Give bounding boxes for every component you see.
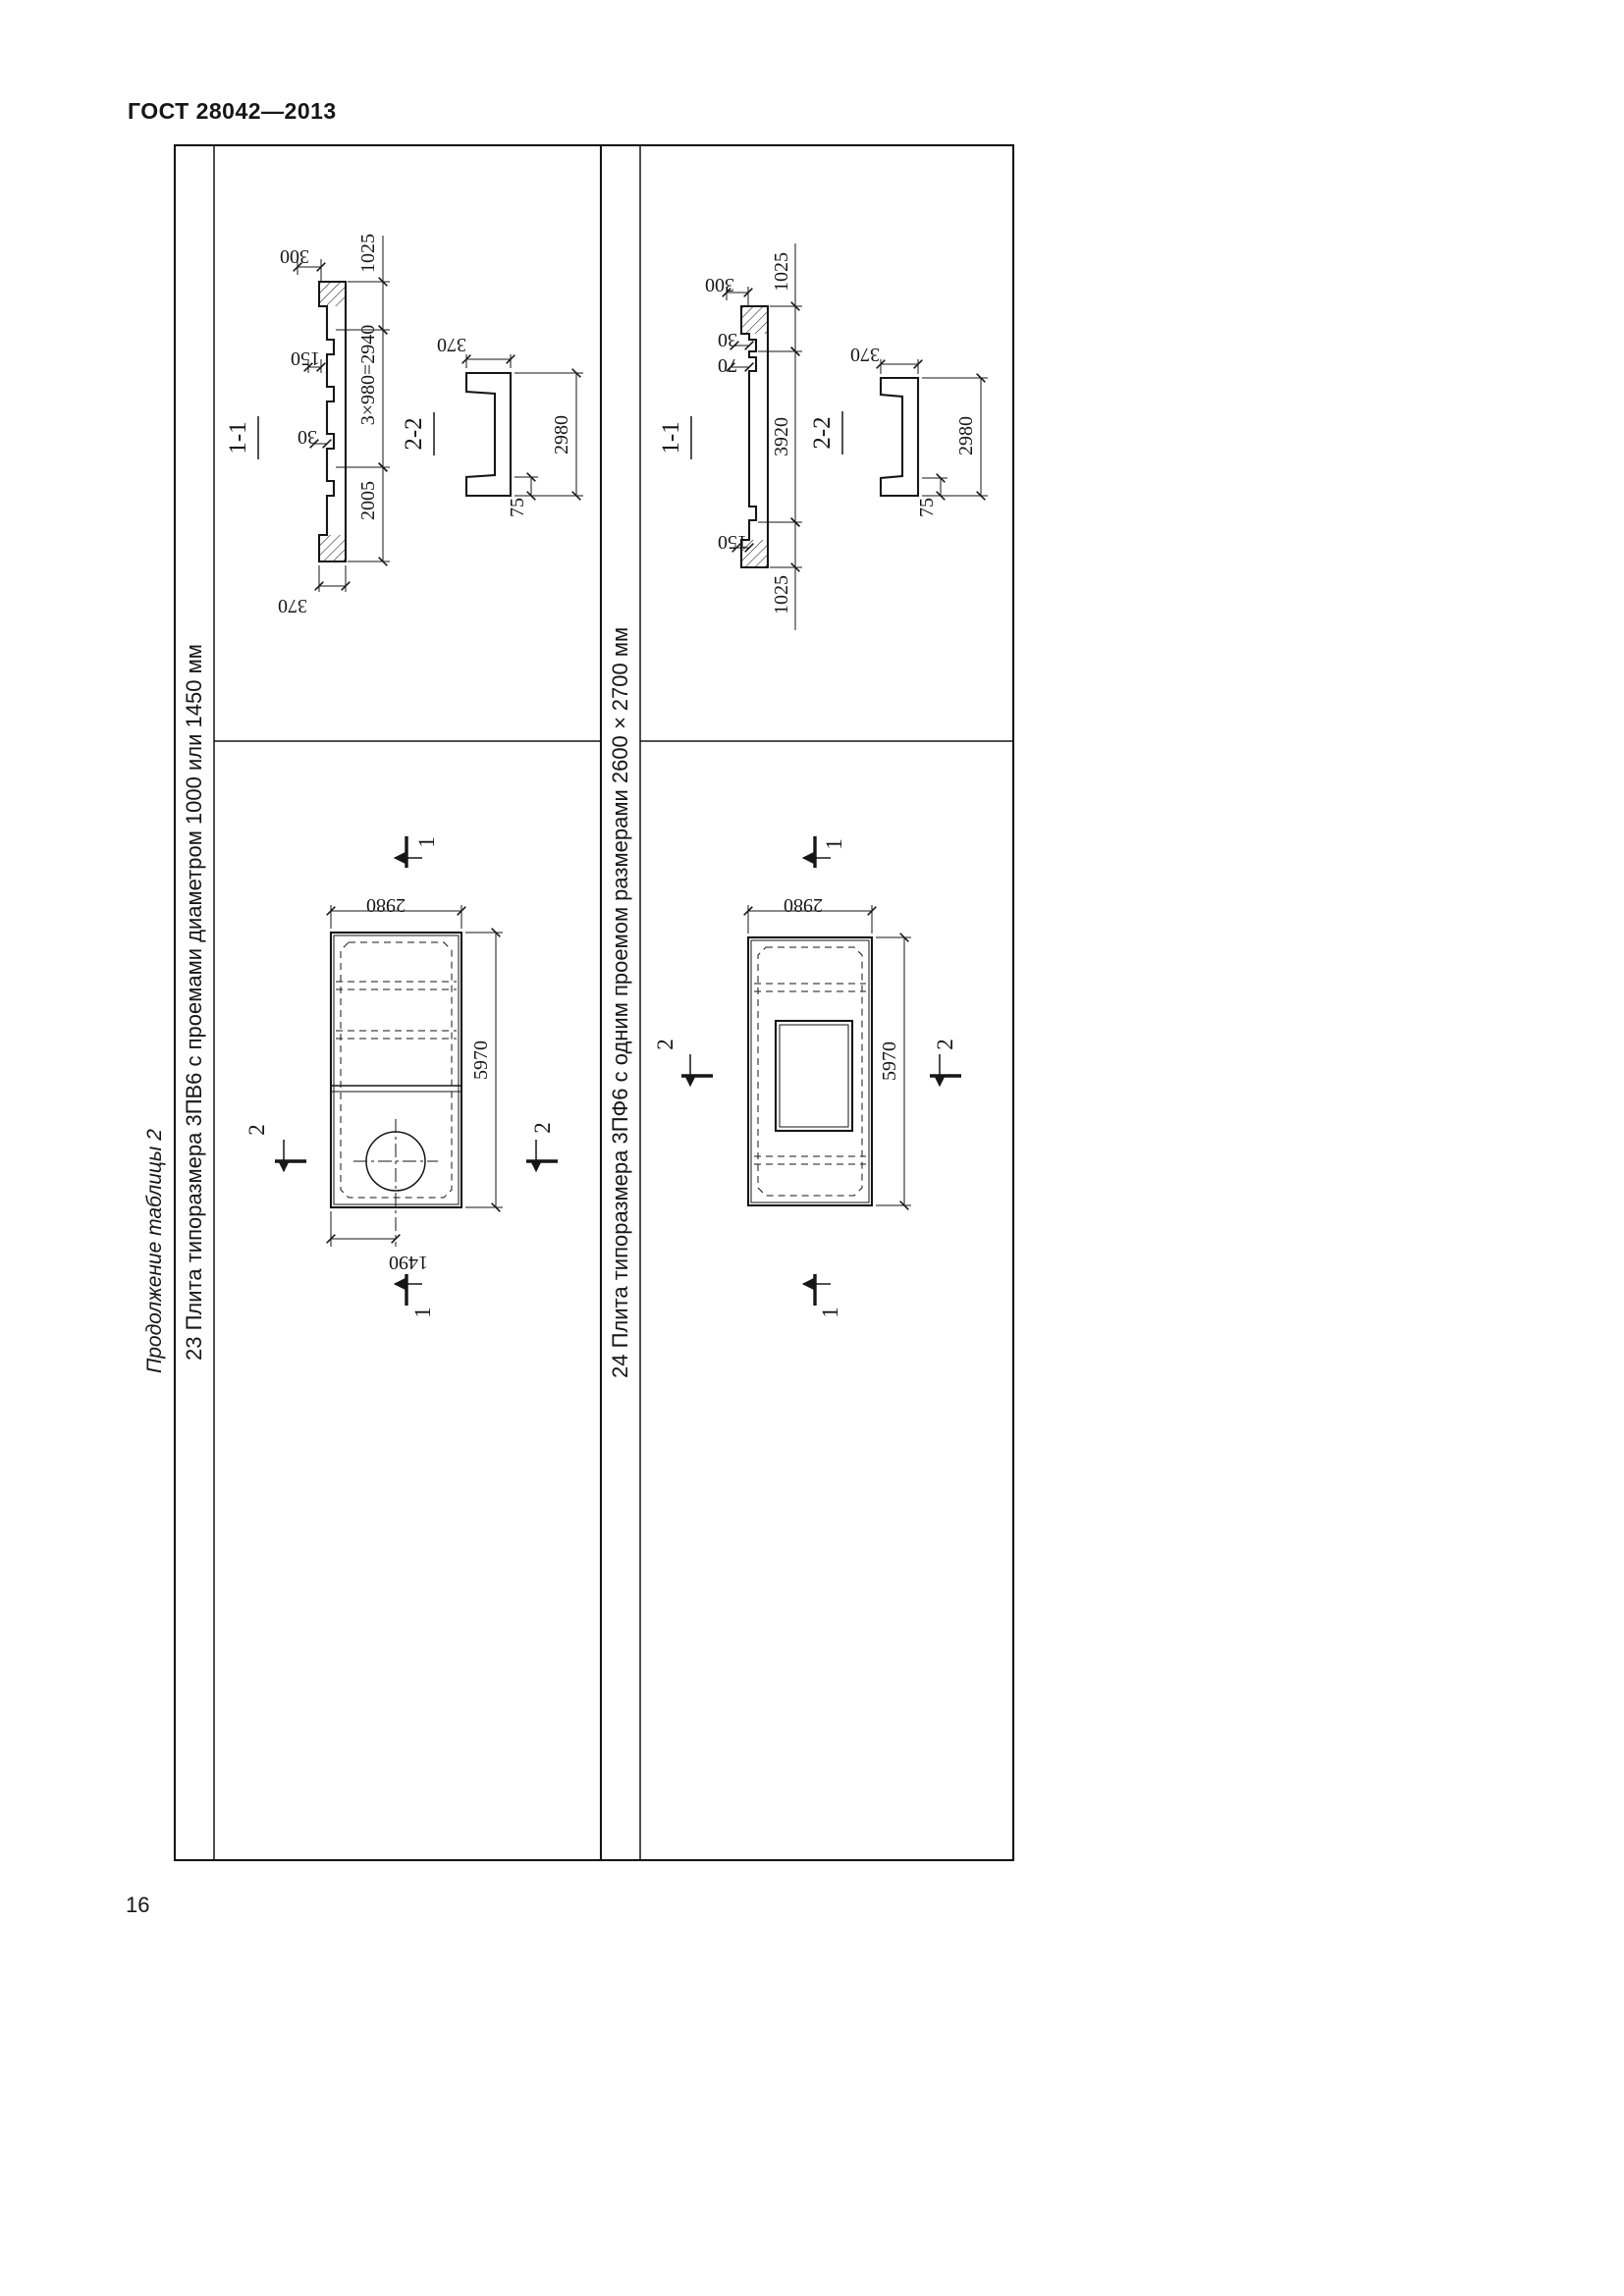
table-frame bbox=[173, 143, 1015, 1862]
cut-label-2: 2 bbox=[653, 1039, 677, 1050]
cut-label-1: 1 bbox=[414, 836, 439, 848]
panel24-plan-hidden-outline bbox=[757, 946, 863, 1197]
panel23-plan-hidden-outline bbox=[340, 941, 453, 1199]
cut-label-2: 2 bbox=[933, 1039, 957, 1050]
dim-370: 370 bbox=[850, 344, 880, 365]
panel24-section-2-2-label: 2-2 bbox=[809, 416, 836, 449]
dim-370: 370 bbox=[278, 595, 307, 616]
dim-3x980: 3×980=2940 bbox=[357, 325, 379, 426]
panel24-section-1-1: 1-1 300 30 70 150 bbox=[658, 243, 802, 630]
dim-plan-width: 2980 bbox=[366, 894, 406, 916]
dim-2980: 2980 bbox=[551, 415, 572, 454]
panel23-plan-outline bbox=[329, 931, 463, 1209]
panel23-cut-mark-1-top: 1 bbox=[393, 836, 439, 868]
cut-label-1: 1 bbox=[410, 1307, 435, 1318]
panel23-section-2-2-label: 2-2 bbox=[401, 417, 427, 450]
dim-2980: 2980 bbox=[955, 416, 977, 455]
panel24-cut-mark-1-bottom: 1 bbox=[801, 1274, 842, 1318]
dim-2005: 2005 bbox=[357, 481, 379, 520]
dim-370: 370 bbox=[437, 334, 466, 355]
dim-plan-length: 5970 bbox=[879, 1041, 900, 1081]
panel23-slab-section-outline bbox=[317, 280, 348, 563]
cut-label-1: 1 bbox=[822, 838, 846, 850]
panel23-cut-mark-2-left: 2 bbox=[244, 1124, 306, 1173]
document-header: ГОСТ 28042—2013 bbox=[128, 98, 337, 124]
dim-70: 70 bbox=[718, 354, 737, 376]
page-number: 16 bbox=[126, 1893, 150, 1917]
panel23-drawings: 1-1 300 150 30 370 bbox=[225, 234, 583, 1318]
cut-label-2: 2 bbox=[530, 1122, 555, 1134]
panel23-cut-mark-2-right: 2 bbox=[526, 1122, 558, 1173]
dim-1025: 1025 bbox=[357, 234, 379, 273]
dim-hole-offset: 1490 bbox=[389, 1252, 428, 1273]
dim-150: 150 bbox=[718, 531, 747, 553]
dim-3920: 3920 bbox=[771, 417, 792, 456]
panel23-section-1-1: 1-1 300 150 30 370 bbox=[225, 234, 390, 616]
panel24-cut-mark-2-right: 2 bbox=[930, 1039, 961, 1088]
panel24-rect-opening-inner bbox=[779, 1024, 849, 1128]
dim-30: 30 bbox=[298, 426, 317, 448]
panel24-rect-opening bbox=[774, 1019, 854, 1133]
dim-300: 300 bbox=[705, 274, 734, 295]
dim-75: 75 bbox=[507, 498, 528, 517]
panel24-plan-inner-outline bbox=[750, 939, 870, 1203]
cut-label-2: 2 bbox=[244, 1124, 269, 1136]
dim-1025-bottom: 1025 bbox=[771, 575, 792, 614]
panel24-cross-section-outline bbox=[879, 376, 920, 498]
dim-1025-top: 1025 bbox=[771, 252, 792, 292]
dim-300: 300 bbox=[280, 245, 309, 267]
panel24-section-1-1-label: 1-1 bbox=[658, 421, 684, 454]
table-outer-border bbox=[173, 143, 1015, 1862]
hatched-end-zone bbox=[319, 535, 346, 561]
cut-label-1: 1 bbox=[818, 1307, 842, 1318]
panel24-drawings: 1-1 300 30 70 150 bbox=[653, 243, 988, 1318]
panel24-cut-mark-1-top: 1 bbox=[801, 836, 846, 868]
dim-30: 30 bbox=[718, 329, 737, 350]
panel23-section-2-2: 2-2 370 2980 75 bbox=[401, 334, 583, 517]
dim-plan-width: 2980 bbox=[784, 894, 823, 916]
hatched-end-zone bbox=[741, 306, 768, 334]
panel24-plan-view: 2980 5970 1 1 bbox=[653, 836, 961, 1318]
panel24-plan-outline bbox=[746, 935, 874, 1207]
dim-75: 75 bbox=[916, 498, 938, 517]
dim-plan-length: 5970 bbox=[470, 1041, 492, 1080]
dim-150: 150 bbox=[291, 347, 320, 369]
panel23-section-1-1-label: 1-1 bbox=[225, 421, 251, 454]
hatched-end-zone bbox=[319, 282, 346, 306]
panel23-cut-mark-1-bottom: 1 bbox=[393, 1274, 435, 1318]
panel23-cross-section-outline bbox=[464, 371, 513, 498]
panel24-section-2-2: 2-2 370 2980 75 bbox=[809, 344, 988, 517]
panel23-plan-view: 2980 5970 1490 1 1 bbox=[244, 836, 558, 1318]
panel24-cut-mark-2-left: 2 bbox=[653, 1039, 713, 1088]
